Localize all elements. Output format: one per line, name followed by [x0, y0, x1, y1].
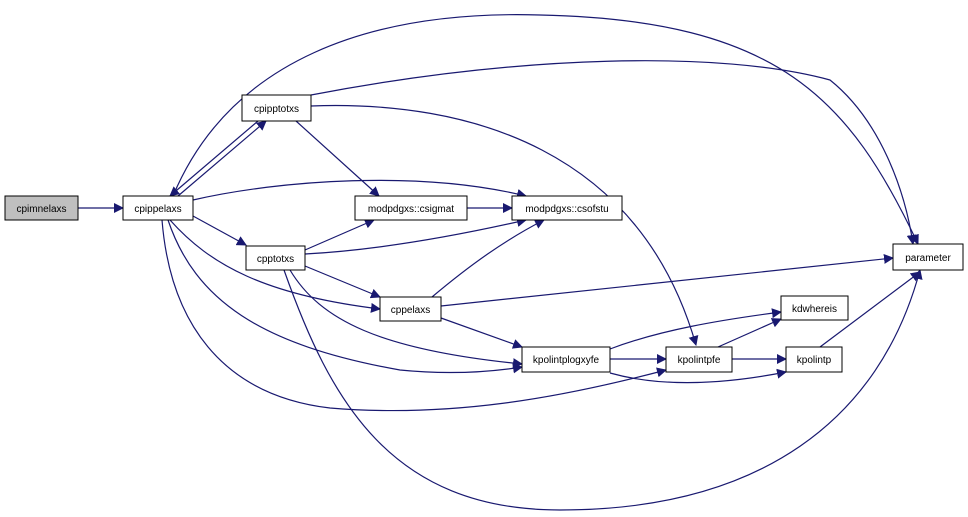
edge-cpipptotxs-to-kpolintpfe [310, 104, 699, 346]
node-kpolintpfe[interactable]: kpolintpfe [665, 346, 733, 373]
node-label: parameter [905, 253, 951, 264]
node-label: modpdgxs::csigmat [368, 204, 454, 215]
edge-kpolintpfe-to-kdwhereis [717, 318, 782, 348]
node-cpimnelaxs[interactable]: cpimnelaxs [4, 195, 79, 221]
node-box [892, 243, 964, 271]
edges-layer [78, 14, 923, 511]
node-box [780, 295, 849, 321]
node-box [511, 195, 623, 221]
edge-cpipptotxs-to-cpippelaxs [169, 120, 259, 197]
node-kdwhereis[interactable]: kdwhereis [780, 295, 849, 321]
edge-cpptotxs-to-parameter [283, 269, 923, 511]
node-modpdgxs-csofstu[interactable]: modpdgxs::csofstu [511, 195, 623, 221]
edge-cpippelaxs-to-cpipptotxs [177, 120, 267, 197]
edge-cpippelaxs-to-kpolintplogxyfe [167, 219, 523, 374]
node-label: kdwhereis [792, 304, 837, 315]
node-cpipptotxs[interactable]: cpipptotxs [241, 94, 312, 122]
edge-cpptotxs-to-cppelaxs [304, 265, 381, 299]
node-box [241, 94, 312, 122]
node-label: kpolintplogxyfe [533, 355, 600, 366]
nodes-layer: cpimnelaxs cpippelaxs cpipptotxs cpptotx… [4, 94, 964, 373]
node-box [245, 245, 306, 271]
node-label: kpolintp [797, 355, 832, 366]
node-kpolintp[interactable]: kpolintp [785, 346, 843, 373]
edge-cpippelaxs-to-cppelaxs [169, 219, 381, 313]
edge-cpippelaxs-to-csofstu [192, 179, 527, 201]
node-box [521, 346, 611, 373]
node-label: cpipptotxs [254, 104, 299, 115]
edge-cpptotxs-to-kpolintplogxyfe [289, 269, 523, 369]
node-modpdgxs-csigmat[interactable]: modpdgxs::csigmat [354, 195, 468, 221]
node-box [785, 346, 843, 373]
node-label: kpolintpfe [678, 355, 721, 366]
edge-cpippelaxs-to-cpptotxs [192, 215, 247, 246]
edge-kpolintplogxyfe-to-kdwhereis [609, 308, 782, 350]
node-label: cpptotxs [257, 254, 294, 265]
edge-cppelaxs-to-kpolintplogxyfe [440, 317, 523, 349]
edge-cpptotxs-to-csigmat [304, 219, 375, 251]
node-label: cpimnelaxs [16, 204, 66, 215]
edge-kpolintp-to-parameter [819, 271, 921, 348]
edge-cpippelaxs-to-kpolintpfe [161, 219, 667, 412]
node-label: cpippelaxs [134, 204, 181, 215]
node-cpippelaxs[interactable]: cpippelaxs [122, 195, 194, 221]
node-box [122, 195, 194, 221]
edge-cpipptotxs-to-parameter [310, 60, 917, 245]
node-cppelaxs[interactable]: cppelaxs [379, 296, 442, 322]
edge-cppelaxs-to-parameter [440, 253, 894, 307]
node-box [379, 296, 442, 322]
node-box [4, 195, 79, 221]
node-label: cppelaxs [391, 305, 430, 316]
edge-cpipptotxs-to-csigmat [295, 120, 380, 197]
edge-cpippelaxs-to-parameter [172, 14, 919, 245]
node-cpptotxs[interactable]: cpptotxs [245, 245, 306, 271]
edge-cppelaxs-to-csofstu [431, 219, 545, 298]
node-kpolintplogxyfe[interactable]: kpolintplogxyfe [521, 346, 611, 373]
edge-kpolintplogxyfe-to-kpolintp [609, 368, 787, 384]
node-box [354, 195, 468, 221]
node-box [665, 346, 733, 373]
node-label: modpdgxs::csofstu [525, 204, 608, 215]
edge-cpptotxs-to-csofstu [304, 217, 527, 255]
node-parameter[interactable]: parameter [892, 243, 964, 271]
